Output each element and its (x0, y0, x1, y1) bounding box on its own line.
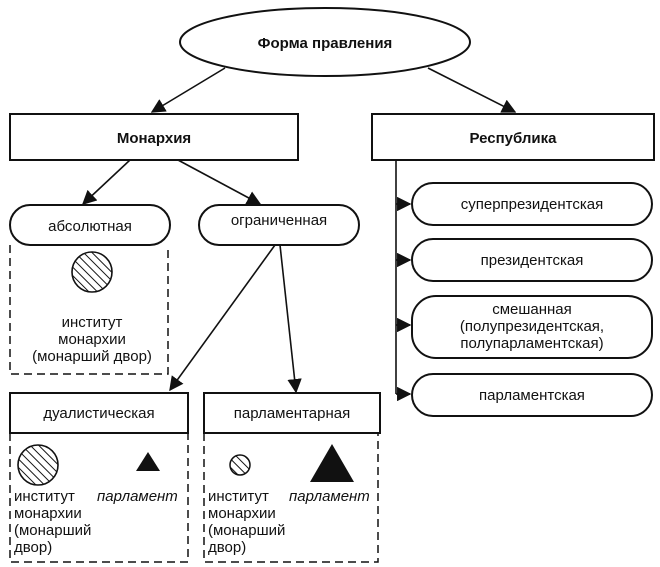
parliamentary-institute-line-3: (монарший (208, 522, 285, 539)
dualistic-parliament-label: парламент (97, 488, 178, 505)
parliamentary-detail: институт монархии (монарший двор) парлам… (203, 433, 379, 563)
dualistic-institute-line-1: институт (14, 488, 75, 505)
limited-node: ограниченная (198, 204, 360, 246)
dualistic-detail: институт монархии (монарший двор) парлам… (9, 433, 189, 563)
monarchy-node: Монархия (9, 113, 299, 161)
absolute-label: абсолютная (48, 218, 132, 235)
root-node: Форма правления (179, 7, 471, 77)
absolute-detail: институт монархии (монарший двор) (9, 245, 169, 375)
triangle-icon (136, 452, 160, 471)
parliamentary-institute-line-1: институт (208, 488, 269, 505)
parliamentary-institute-line-4: двор) (208, 539, 246, 556)
republic-type-parliamentary: парламентская (411, 373, 653, 417)
root-label: Форма правления (258, 35, 393, 52)
arrow-monarchy-limited (177, 159, 262, 205)
hatched-circle-icon (17, 444, 59, 486)
monarchy-label: Монархия (117, 130, 191, 147)
arrow-limited-parliamentary (279, 244, 302, 394)
republic-type-label: президентская (481, 252, 584, 269)
dualistic-node: дуалистическая (9, 392, 189, 434)
dualistic-institute-line-4: двор) (14, 539, 52, 556)
absolute-node: абсолютная (9, 204, 171, 246)
dualistic-institute-line-2: монархии (14, 505, 82, 522)
triangle-icon (310, 444, 354, 482)
hatched-circle-icon (71, 251, 113, 293)
parliamentary-node: парламентарная (203, 392, 381, 434)
republic-type-superpresidential: суперпрезидентская (411, 182, 653, 226)
republic-label: Республика (469, 130, 557, 147)
absolute-institute-line-1: институт (62, 314, 123, 331)
arrow-root-monarchy (150, 67, 226, 113)
republic-node: Республика (371, 113, 655, 161)
limited-label: ограниченная (231, 212, 327, 229)
hatched-circle-icon (229, 454, 251, 476)
dualistic-label: дуалистическая (43, 405, 154, 422)
republic-type-label-line-3: полупарламентская) (460, 335, 603, 352)
republic-branch (395, 160, 412, 402)
republic-type-label: парламентская (479, 387, 585, 404)
republic-type-mixed: смешанная (полупрезидентская, полупарлам… (411, 295, 653, 359)
republic-type-label: смешанная (492, 301, 572, 318)
parliamentary-label: парламентарная (234, 405, 350, 422)
absolute-institute-line-2: монархии (58, 331, 126, 348)
arrow-limited-dualistic (169, 244, 276, 392)
parliamentary-institute-line-2: монархии (208, 505, 276, 522)
absolute-institute-line-3: (монарший двор) (32, 348, 152, 365)
arrow-monarchy-absolute (81, 159, 131, 205)
arrow-root-republic (427, 67, 517, 113)
republic-type-label: суперпрезидентская (461, 196, 603, 213)
dualistic-institute-line-3: (монарший (14, 522, 91, 539)
republic-type-label-line-2: (полупрезидентская, (460, 318, 604, 335)
republic-type-presidential: президентская (411, 238, 653, 282)
parliamentary-parliament-label: парламент (289, 488, 370, 505)
